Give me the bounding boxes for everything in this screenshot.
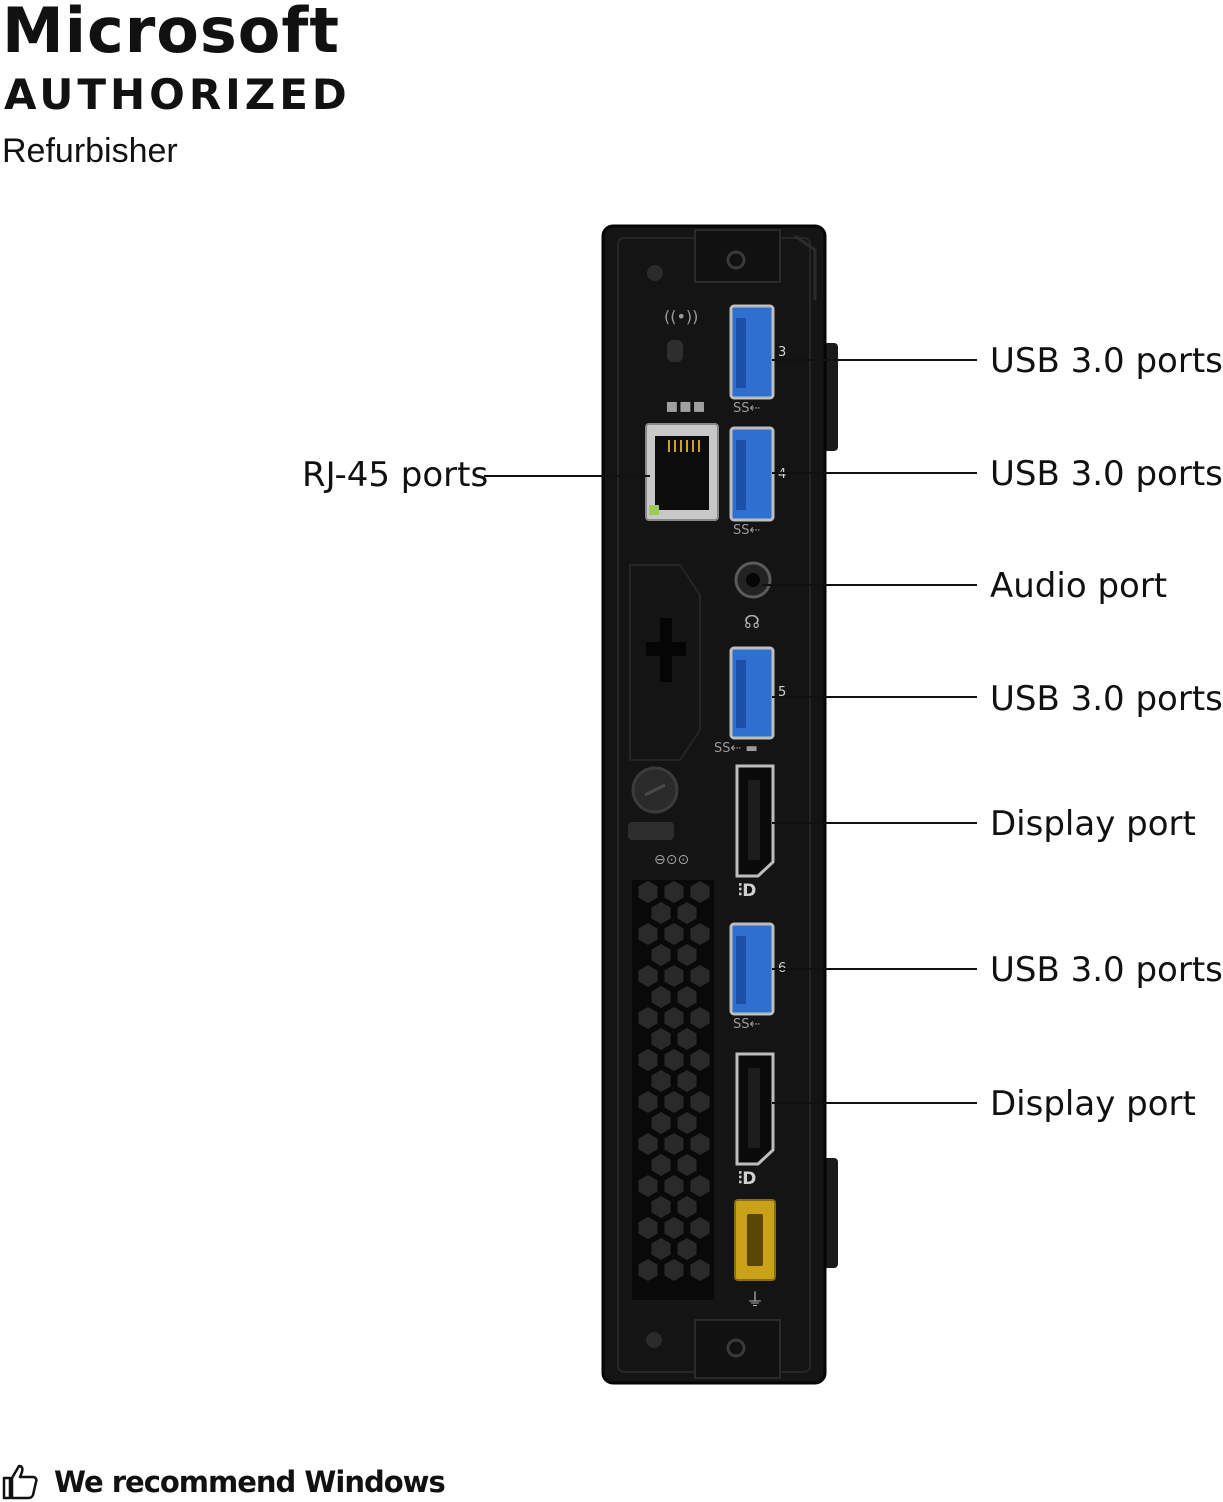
vent-hole <box>651 1154 671 1176</box>
vent-hole <box>638 923 658 945</box>
vent-hole <box>690 1217 710 1239</box>
vent-hole <box>651 986 671 1008</box>
vent-hole <box>651 944 671 966</box>
padlock-loop <box>628 822 674 840</box>
vent-hole <box>664 923 684 945</box>
vent-hole <box>677 944 697 966</box>
callout-display-1: Display port <box>990 804 1196 844</box>
mini-pc-rear-panel: ((•)) ▪▪▪ 3 SS⇠ 4 SS⇠ ☊ 5 SS⇠ ▬ ⊖⊙⊙ ⫶D 6 <box>484 224 977 1385</box>
vent-hole <box>664 1259 684 1281</box>
vent-hole <box>677 1070 697 1092</box>
top-bracket <box>694 229 781 283</box>
displayport-icon: ⫶D <box>738 881 756 901</box>
vent-hole <box>638 1133 658 1155</box>
vent-hole <box>690 1049 710 1071</box>
vent-hole <box>638 1217 658 1239</box>
callout-usb-2: USB 3.0 ports <box>990 454 1223 494</box>
callout-usb-1: USB 3.0 ports <box>990 341 1223 381</box>
vent-hole <box>690 965 710 987</box>
badge-microsoft: Microsoft <box>2 0 340 67</box>
vent-hole <box>664 965 684 987</box>
vent-hole <box>638 1175 658 1197</box>
vent-hole <box>664 1007 684 1029</box>
usb-port-number-5: 5 <box>778 685 786 700</box>
mount-hole-top-left <box>647 265 663 281</box>
usb-port-number-3: 3 <box>778 345 786 360</box>
blank-punchout <box>629 564 701 761</box>
superspeed-icon: SS⇠ <box>733 401 761 416</box>
vent-hole <box>677 902 697 924</box>
mount-hole-bottom-left <box>646 1332 662 1348</box>
vent-hole <box>664 881 684 903</box>
vent-hole <box>664 1175 684 1197</box>
thumbs-up-icon <box>2 1464 38 1500</box>
vent-hole <box>677 1238 697 1260</box>
vent-hole <box>690 881 710 903</box>
kensington-slot-top <box>667 340 683 362</box>
superspeed-icon: SS⇠ <box>733 1017 761 1032</box>
vent-hole <box>638 965 658 987</box>
screw-hole-top <box>726 250 746 270</box>
vent-hole <box>651 1028 671 1050</box>
vent-hole <box>638 1007 658 1029</box>
vent-hole <box>690 923 710 945</box>
callout-usb-3: USB 3.0 ports <box>990 679 1223 719</box>
vent-hole <box>690 1091 710 1113</box>
callout-audio: Audio port <box>990 566 1168 606</box>
vent-hole <box>638 881 658 903</box>
vent-hole <box>677 1112 697 1134</box>
callout-usb-4: USB 3.0 ports <box>990 950 1223 990</box>
vent-hole <box>651 1070 671 1092</box>
vent-hole <box>690 1133 710 1155</box>
superspeed-charge-icon: SS⇠ ▬ <box>714 741 758 756</box>
vent-hole <box>690 1175 710 1197</box>
vent-hole <box>651 1112 671 1134</box>
vent-hole <box>651 1196 671 1218</box>
vent-hole <box>677 1196 697 1218</box>
vent-hole <box>664 1133 684 1155</box>
serial-icon: ⊖⊙⊙ <box>654 852 689 868</box>
footer-text: We recommend Windows <box>54 1465 446 1499</box>
badge-authorized: AUTHORIZED <box>4 70 351 119</box>
vent-hole <box>690 1007 710 1029</box>
vent-hole <box>664 1049 684 1071</box>
vent-hole <box>677 1028 697 1050</box>
vent-hole <box>677 1154 697 1176</box>
vent-hole <box>651 1238 671 1260</box>
vent-hole <box>638 1091 658 1113</box>
vent-hole <box>638 1049 658 1071</box>
footer-recommendation: We recommend Windows <box>0 1462 446 1502</box>
vent-hole <box>664 1091 684 1113</box>
displayport-icon: ⫶D <box>738 1169 756 1189</box>
network-icon: ▪▪▪ <box>665 393 706 417</box>
vent-hole <box>651 902 671 924</box>
power-plug-icon: ⏚ <box>746 1290 764 1311</box>
callout-display-2: Display port <box>990 1084 1196 1124</box>
usb-port-number-4: 4 <box>778 467 786 482</box>
vent-hole <box>638 1259 658 1281</box>
antenna-icon: ((•)) <box>664 307 698 326</box>
bottom-bracket <box>694 1319 781 1379</box>
badge-refurbisher: Refurbisher <box>2 132 178 170</box>
headphone-icon: ☊ <box>744 612 760 633</box>
screw-hole-bottom <box>726 1338 746 1358</box>
leader-lines <box>484 359 977 1104</box>
vent-hole <box>677 986 697 1008</box>
callout-rj45: RJ-45 ports <box>302 455 489 495</box>
vent-hole <box>664 1217 684 1239</box>
superspeed-icon: SS⇠ <box>733 523 761 538</box>
vent-hole <box>690 1259 710 1281</box>
